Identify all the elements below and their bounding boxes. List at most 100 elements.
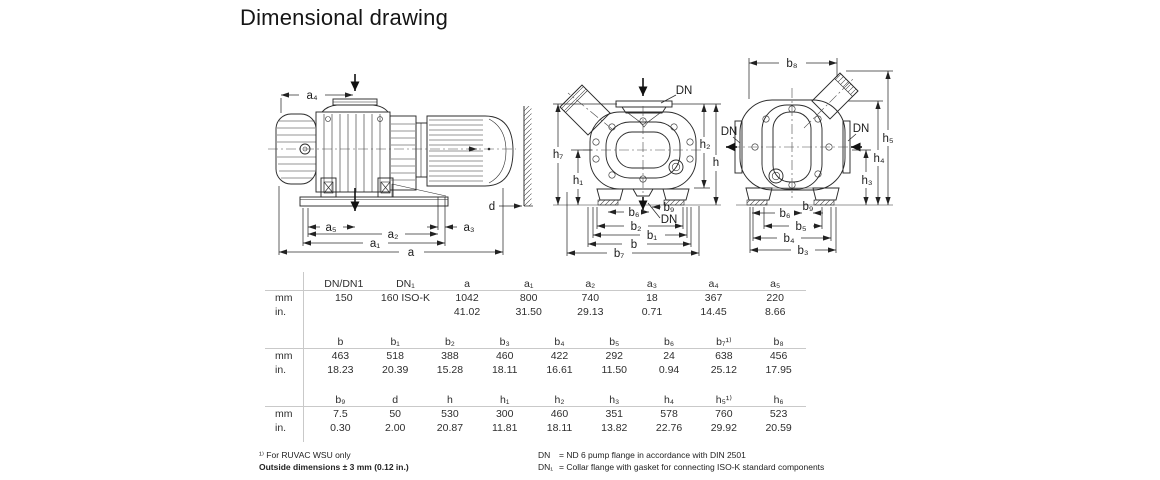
value-cell: 0.71	[641, 306, 663, 318]
value-cell: 18.11	[546, 422, 573, 434]
value-cell: 20.87	[436, 422, 464, 434]
value-cell: 29.92	[710, 422, 737, 434]
value-cell: 351	[605, 408, 624, 420]
value-cell: 422	[550, 350, 569, 362]
dim-label-b: b	[631, 239, 637, 251]
value-cell: 367	[704, 292, 723, 304]
dim-label-h7: h₇	[553, 149, 563, 161]
dim-label-rear-b9: b₉	[803, 201, 814, 213]
col-header: b₈	[773, 336, 784, 348]
footnotes-right: DN = ND 6 pump flange in accordance with…	[538, 449, 824, 473]
table-row-in: in. 41.02 31.50 29.13 0.71 14.45 8.66	[265, 305, 806, 319]
value-cell: 220	[766, 292, 784, 304]
value-cell: 16.61	[546, 364, 573, 376]
col-header: h₁	[500, 394, 510, 406]
dim-label-a5: a₅	[325, 222, 336, 234]
value-cell: 24	[663, 350, 675, 362]
value-cell: 8.66	[764, 306, 786, 318]
col-header: b	[337, 336, 344, 348]
value-cell: 2.00	[384, 422, 406, 434]
col-header: b₁	[390, 336, 400, 348]
col-header: h₄	[663, 394, 675, 406]
table-header-row: b b₁ b₂ b₃ b₄ b₅ b₆ b₇¹⁾ b₈	[265, 330, 806, 349]
col-header: b₂	[444, 336, 455, 348]
value-cell: 460	[550, 408, 569, 420]
footnote-dn-def: = ND 6 pump flange in accordance with DI…	[559, 450, 746, 460]
rear-view-dimensions: DN DN b₈ h₅ h₄ h₃ b₆ b₉	[721, 58, 894, 257]
table-header-row: b₉ d h h₁ h₂ h₃ h₄ h₅¹⁾ h₆	[265, 388, 806, 407]
unit-label: mm	[275, 350, 293, 362]
value-cell: 740	[581, 292, 600, 304]
dim-label-b5: b₅	[795, 221, 806, 233]
col-header: b₇¹⁾	[716, 336, 732, 348]
dim-label-dn-top: DN	[676, 85, 693, 97]
value-cell: 456	[769, 350, 788, 362]
table-row-mm: mm 150 160 ISO-K 1042 800 740 18 367 220	[265, 291, 806, 305]
dim-label-h1: h₁	[573, 175, 583, 187]
col-header: d	[392, 394, 399, 406]
table-section-b: b b₁ b₂ b₃ b₄ b₅ b₆ b₇¹⁾ b₈ mm 463 518 3…	[265, 330, 806, 377]
side-view: a₄ a₅ a₃ a₂ a₁ a d	[268, 74, 533, 259]
dim-label-a4: a₄	[306, 90, 317, 102]
value-cell: 29.13	[577, 306, 604, 318]
dim-label-dn-left: DN	[721, 126, 738, 138]
dim-label-h3: h₃	[861, 175, 872, 187]
value-cell: 7.5	[333, 408, 348, 420]
value-cell: 388	[441, 350, 459, 362]
rear-view-pump-body	[730, 72, 893, 206]
value-cell: 20.59	[765, 422, 792, 434]
col-header: a	[464, 278, 470, 290]
footnotes-left: ¹⁾ For RUVAC WSU only Outside dimensions…	[259, 449, 409, 473]
value-cell: 530	[441, 408, 459, 420]
col-header: b₉	[335, 394, 346, 406]
col-header: h	[447, 394, 453, 406]
dim-label-b6: b₆	[628, 207, 639, 219]
value-cell: 463	[331, 350, 350, 362]
front-view-pump-body	[553, 84, 721, 206]
dim-label-b9: b₉	[664, 202, 675, 214]
dim-label-h: h	[713, 157, 719, 169]
unit-label: in.	[275, 306, 287, 318]
dim-label-a3: a₃	[463, 222, 474, 234]
dimensional-drawing-figure: a₄ a₅ a₃ a₂ a₁ a d	[268, 58, 894, 260]
value-cell: 518	[386, 350, 404, 362]
col-header: h₂	[554, 394, 565, 406]
value-cell: 25.12	[710, 364, 737, 376]
value-cell: 460	[495, 350, 514, 362]
value-cell: 0.30	[330, 422, 351, 434]
dim-label-b3: b₃	[797, 245, 808, 257]
value-cell: 11.50	[601, 364, 628, 376]
side-view-dimensions: a₄ a₅ a₃ a₂ a₁ a d	[278, 90, 533, 259]
col-header: h₅¹⁾	[715, 394, 732, 406]
dim-label-h4: h₄	[873, 153, 884, 165]
footnote-dn: DN = ND 6 pump flange in accordance with…	[538, 449, 824, 461]
value-cell: 292	[605, 350, 624, 362]
dim-label-d: d	[489, 201, 495, 213]
value-cell: 18	[646, 292, 658, 304]
col-header: a₁	[523, 278, 534, 290]
footnote-dn1-def: = Collar flange with gasket for connecti…	[559, 462, 825, 472]
value-cell: 0.94	[658, 364, 680, 376]
unit-label: mm	[275, 292, 293, 304]
front-view-dimensions: DN DN h₇ h₁ h₂ h b₆ b₉	[553, 85, 721, 260]
col-header: h₃	[609, 394, 620, 406]
value-cell: 11.81	[491, 422, 518, 434]
table-row-mm: mm 463 518 388 460 422 292 24 638 456	[265, 349, 806, 363]
col-header: a₂	[585, 278, 596, 290]
dim-label-b1: b₁	[647, 230, 657, 242]
value-cell: 578	[660, 408, 678, 420]
page-title: Dimensional drawing	[240, 5, 449, 30]
value-cell: 18.23	[327, 364, 354, 376]
dim-label-a2: a₂	[388, 229, 399, 241]
footnote-dn1: DN₁ = Collar flange with gasket for conn…	[538, 461, 824, 473]
unit-label: in.	[275, 364, 287, 376]
rear-view: DN DN b₈ h₅ h₄ h₃ b₆ b₉	[721, 58, 894, 257]
dim-label-h2: h₂	[700, 139, 711, 151]
value-cell: 1042	[455, 292, 479, 304]
value-cell: 523	[769, 408, 788, 420]
footnote-ruvac-wsu: ¹⁾ For RUVAC WSU only	[259, 450, 351, 460]
value-cell: 20.39	[382, 364, 409, 376]
col-header: a₄	[708, 278, 719, 290]
table-divider-line	[303, 272, 304, 442]
unit-label: mm	[275, 408, 293, 420]
